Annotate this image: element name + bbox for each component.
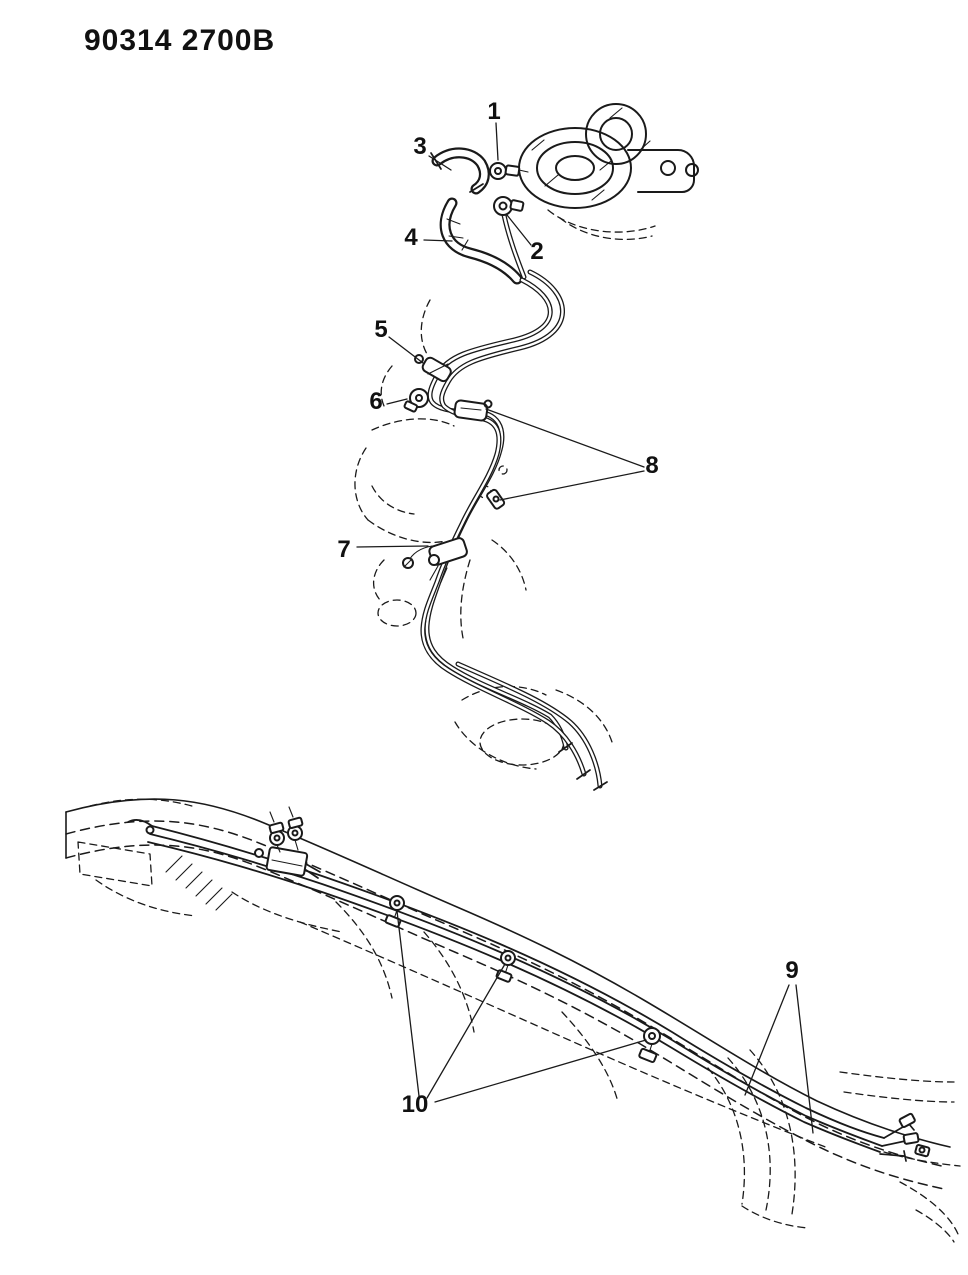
- line-clip-b: [495, 950, 516, 983]
- callout-5: 5: [374, 316, 388, 343]
- tube-clamp-8: [453, 399, 506, 510]
- frame-rail: [65, 798, 961, 1243]
- clip-5: [414, 354, 452, 383]
- clamp-7: [402, 537, 468, 583]
- leader-lines: [356, 122, 814, 1134]
- end-fittings: [879, 1112, 931, 1162]
- callout-6: 6: [369, 388, 383, 415]
- line-clip-c: [638, 1027, 661, 1064]
- callout-3: 3: [413, 133, 427, 160]
- part-code: 90314 2700B: [84, 24, 276, 57]
- clip-6: [403, 388, 429, 413]
- callout-7: 7: [337, 536, 351, 563]
- line-clip-a: [384, 895, 405, 928]
- fitting-1: [489, 162, 529, 180]
- callout-9: 9: [785, 957, 799, 984]
- callout-2: 2: [530, 238, 544, 265]
- phantom-lines-upper: [354, 299, 613, 770]
- hose-4: [439, 197, 523, 285]
- pump-assembly: [254, 806, 321, 879]
- callout-10: 10: [401, 1091, 429, 1118]
- fitting-2: [493, 196, 525, 216]
- fuel-tubes-upper: [420, 212, 608, 791]
- callout-8: 8: [645, 452, 659, 479]
- throttle-body: [518, 103, 699, 241]
- callout-4: 4: [404, 224, 418, 251]
- hose-3: [430, 147, 490, 195]
- callout-1: 1: [487, 98, 501, 125]
- fuel-lines-lower: [127, 819, 885, 1153]
